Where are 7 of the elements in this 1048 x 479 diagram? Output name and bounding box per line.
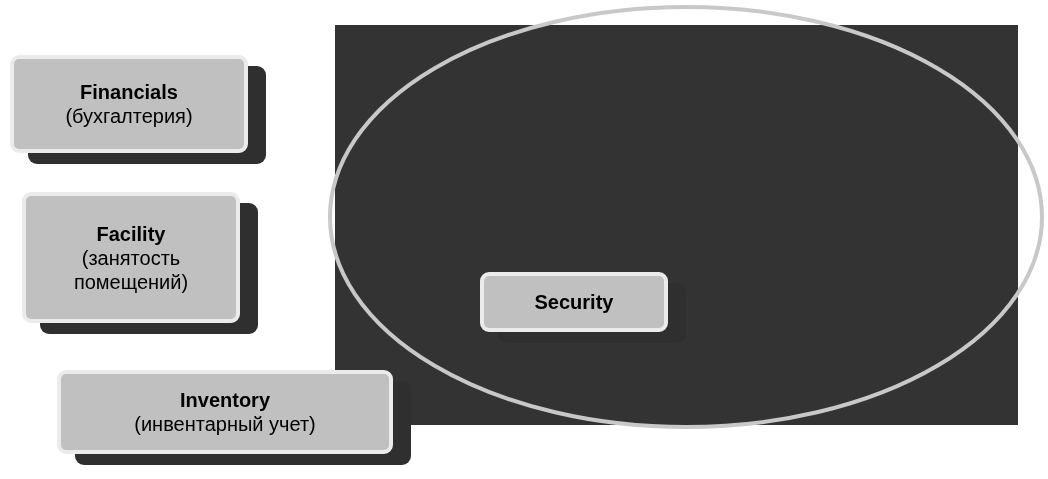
module-description: (бухгалтерия) bbox=[65, 104, 193, 128]
module-description: (инвентарный учет) bbox=[134, 412, 316, 436]
module-title: Facility bbox=[96, 221, 166, 246]
module-title: Inventory bbox=[180, 388, 270, 412]
module-title: Financials bbox=[80, 80, 178, 104]
module-description: (занятость помещений) bbox=[72, 245, 190, 294]
module-title: Security bbox=[534, 290, 614, 314]
